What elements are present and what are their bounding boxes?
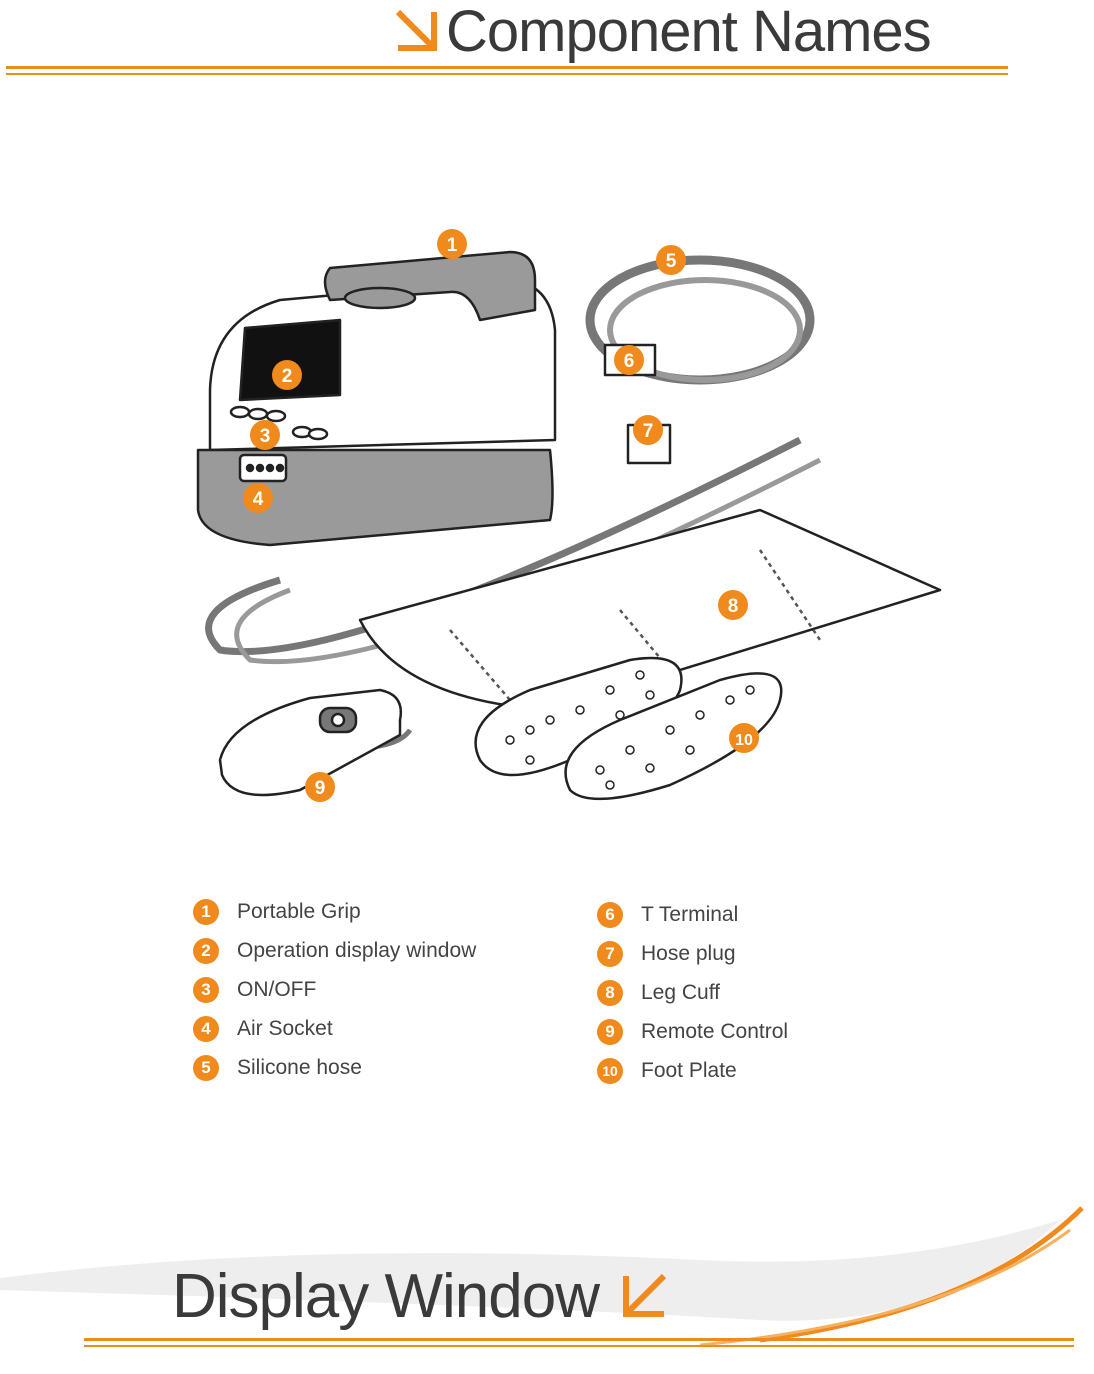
svg-text:5: 5 xyxy=(666,251,677,272)
legend-item: 5 Silicone hose xyxy=(193,1053,362,1083)
silicone-hose-coil xyxy=(585,255,815,385)
svg-text:6: 6 xyxy=(624,351,635,372)
decorative-swoosh xyxy=(0,1200,1084,1347)
legend-label: Remote Control xyxy=(641,1020,789,1043)
legend-badge: 2 xyxy=(193,938,219,964)
footer-rule-top xyxy=(84,1338,1074,1341)
svg-text:1: 1 xyxy=(447,235,458,256)
legend-badge: 4 xyxy=(193,1016,219,1042)
legend-item: 9 Remote Control xyxy=(597,1017,788,1047)
legend-badge: 10 xyxy=(597,1058,623,1084)
callout-5: 5 xyxy=(656,245,686,275)
callout-3: 3 xyxy=(250,420,280,450)
foot-plates xyxy=(474,656,783,801)
page-title: Component Names xyxy=(446,0,932,64)
legend-label: Hose plug xyxy=(641,942,736,965)
svg-text:8: 8 xyxy=(728,596,739,617)
header-arrow-icon xyxy=(395,9,437,51)
callout-10: 10 xyxy=(729,723,759,753)
legend-badge: 7 xyxy=(597,941,623,967)
header-rule-top xyxy=(6,66,1008,69)
svg-text:10: 10 xyxy=(735,732,753,749)
legend-label: Foot Plate xyxy=(641,1059,737,1082)
callout-2: 2 xyxy=(272,360,302,390)
legend-item: 2 Operation display window xyxy=(193,936,476,966)
remote-control xyxy=(218,688,403,797)
footer-arrow-icon xyxy=(623,1273,667,1317)
legend-badge: 8 xyxy=(597,980,623,1006)
svg-text:9: 9 xyxy=(315,778,326,799)
legend-label: Operation display window xyxy=(237,939,477,962)
section-title: Display Window xyxy=(172,1262,600,1331)
main-unit xyxy=(196,250,557,547)
callout-1: 1 xyxy=(437,229,467,259)
legend-label: ON/OFF xyxy=(237,978,317,1001)
header-rule-bottom xyxy=(6,73,1008,75)
legend-item: 8 Leg Cuff xyxy=(597,978,720,1008)
legend-label: Air Socket xyxy=(237,1017,333,1040)
legend-badge: 6 xyxy=(597,902,623,928)
svg-text:3: 3 xyxy=(260,426,271,447)
legend-badge: 9 xyxy=(597,1019,623,1045)
legend-item: 1 Portable Grip xyxy=(193,897,361,927)
legend-label: Silicone hose xyxy=(237,1056,362,1079)
callout-8: 8 xyxy=(718,590,748,620)
svg-text:4: 4 xyxy=(253,489,264,510)
legend-item: 7 Hose plug xyxy=(597,939,736,969)
legend-item: 6 T Terminal xyxy=(597,900,738,930)
legend-label: T Terminal xyxy=(641,903,739,926)
footer-rule-bottom xyxy=(84,1345,1074,1347)
callout-9: 9 xyxy=(305,772,335,802)
legend-item: 10 Foot Plate xyxy=(597,1056,737,1086)
svg-text:2: 2 xyxy=(282,366,293,387)
callout-4: 4 xyxy=(243,483,273,513)
svg-text:7: 7 xyxy=(643,421,654,442)
legend-item: 4 Air Socket xyxy=(193,1014,333,1044)
legend-label: Leg Cuff xyxy=(641,981,721,1004)
legend-item: 3 ON/OFF xyxy=(193,975,316,1005)
callout-6: 6 xyxy=(614,345,644,375)
legend-badge: 3 xyxy=(193,977,219,1003)
component-diagram: 1 2 3 4 5 6 7 8 9 10 xyxy=(196,229,942,802)
callout-7: 7 xyxy=(633,415,663,445)
legend-badge: 5 xyxy=(193,1055,219,1081)
legend-badge: 1 xyxy=(193,899,219,925)
legend-label: Portable Grip xyxy=(237,900,361,923)
